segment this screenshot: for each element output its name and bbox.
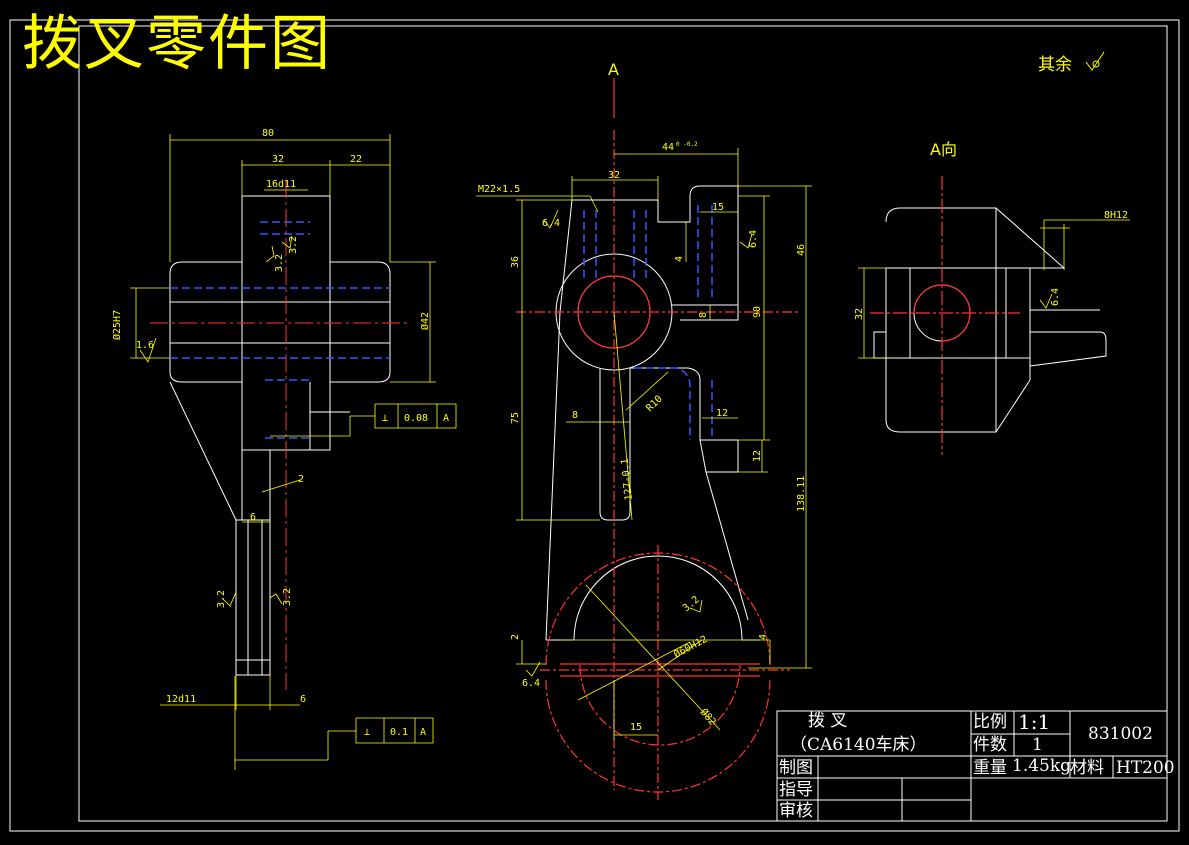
front-dim-h75: 75 bbox=[510, 412, 521, 424]
side-dim-outer: Ø42 bbox=[419, 312, 431, 330]
side-rough-top1: 3.2 bbox=[274, 254, 285, 272]
side-tol2-ref: A bbox=[420, 727, 426, 738]
front-dim-h138: 138.11 bbox=[796, 476, 807, 512]
inner-border bbox=[78, 25, 1168, 822]
front-dim-h4: 4 bbox=[674, 256, 685, 262]
tb-drawing-no: 831002 bbox=[1088, 724, 1153, 744]
front-view: 44 0 -0.2 32 M22×1.5 15 6.4 6.4 36 4 46 … bbox=[476, 78, 812, 800]
outer-border bbox=[9, 19, 1180, 832]
side-dim-fork-width: 12d11 bbox=[166, 694, 196, 705]
view-a-label: A向 bbox=[930, 140, 957, 159]
side-view: 80 32 22 16d11 Ø25H7 Ø42 1.6 3.2 3.2 ⊥ 0… bbox=[111, 128, 457, 770]
side-dim-slot: 16d11 bbox=[266, 179, 296, 190]
title-block-grid bbox=[776, 710, 1168, 822]
front-dim-bore: Ø60H12 bbox=[672, 633, 710, 661]
tb-scale-label: 比例 bbox=[973, 712, 1007, 732]
side-tol1-ref: A bbox=[443, 413, 449, 424]
drawing-title: 拨叉零件图 bbox=[22, 9, 332, 79]
front-dim-slot: 15 bbox=[712, 202, 724, 213]
tb-scale-value: 1:1 bbox=[1018, 710, 1051, 734]
section-marker-a: A bbox=[608, 60, 619, 79]
front-dim-h4b: 4 bbox=[758, 634, 769, 640]
side-dim-web: 6 bbox=[250, 512, 256, 523]
front-rough2: 6.4 bbox=[748, 230, 759, 248]
side-tol1-sym: ⊥ bbox=[382, 413, 388, 424]
front-dim-h36: 36 bbox=[510, 256, 521, 268]
front-dim-thread: M22×1.5 bbox=[478, 184, 520, 195]
front-rough4: 6.4 bbox=[522, 678, 540, 689]
tb-weight-label: 重量 bbox=[973, 758, 1007, 778]
front-rough1: 6.4 bbox=[542, 218, 560, 229]
aview-dim-h32: 32 bbox=[854, 308, 865, 320]
front-dim-w15: 15 bbox=[630, 722, 642, 733]
rest-roughness-label: 其余 bbox=[1038, 55, 1072, 75]
rest-roughness-icon bbox=[1085, 51, 1105, 71]
side-tol1-val: 0.08 bbox=[404, 413, 428, 424]
front-dim-h90: 90 bbox=[752, 306, 763, 318]
tb-material-label: 材料 bbox=[1070, 758, 1104, 778]
side-dim-fork-gap: 6 bbox=[300, 694, 306, 705]
side-dim-bore: Ø25H7 bbox=[111, 310, 123, 340]
front-dim-h2: 2 bbox=[510, 634, 521, 640]
rest-roughness-circle-icon bbox=[1092, 60, 1100, 68]
front-dim-h12: 12 bbox=[752, 450, 763, 462]
side-tol2-sym: ⊥ bbox=[364, 727, 370, 738]
front-dim-top-tol: 0 -0.2 bbox=[676, 141, 698, 148]
side-dim-overall: 80 bbox=[262, 128, 274, 139]
front-dim-w12: 12 bbox=[716, 408, 728, 419]
tb-guided-by: 指导 bbox=[779, 780, 813, 800]
front-dim-hub: 32 bbox=[608, 170, 620, 181]
front-dim-h46: 46 bbox=[796, 244, 807, 256]
side-rough-fork1: 3.2 bbox=[216, 590, 227, 608]
side-tol2-val: 0.1 bbox=[390, 727, 408, 738]
front-dim-angle: 127-0.1 bbox=[620, 458, 635, 501]
tb-machine: （CA6140车床） bbox=[790, 735, 927, 755]
tb-checked-by: 审核 bbox=[779, 801, 813, 821]
side-dim-chamfer: 2 bbox=[298, 474, 304, 485]
front-dim-h8: 8 bbox=[698, 312, 709, 318]
side-rough-fork2: 3.2 bbox=[282, 588, 293, 606]
aview-rough: 6.4 bbox=[1050, 288, 1061, 306]
tb-quantity-value: 1 bbox=[1032, 735, 1043, 755]
side-rough-top2: 3.2 bbox=[288, 236, 299, 254]
tb-drawn-by: 制图 bbox=[779, 758, 813, 778]
front-dim-top: 44 bbox=[662, 142, 674, 153]
aview-dim-slot: 8H12 bbox=[1104, 210, 1128, 221]
side-dim-hub: 32 bbox=[272, 154, 284, 165]
front-dim-w8: 8 bbox=[572, 410, 578, 421]
tb-quantity-label: 件数 bbox=[973, 735, 1007, 755]
tb-part-name: 拨 叉 bbox=[808, 711, 848, 731]
tb-material-value: HT200 bbox=[1116, 758, 1175, 778]
side-dim-right: 22 bbox=[350, 154, 362, 165]
tb-weight-value: 1.45kg bbox=[1012, 756, 1072, 776]
side-rough-left: 1.6 bbox=[136, 340, 154, 351]
a-view: 8H12 6.4 32 bbox=[854, 176, 1130, 455]
front-dim-r10: R10 bbox=[644, 394, 665, 415]
